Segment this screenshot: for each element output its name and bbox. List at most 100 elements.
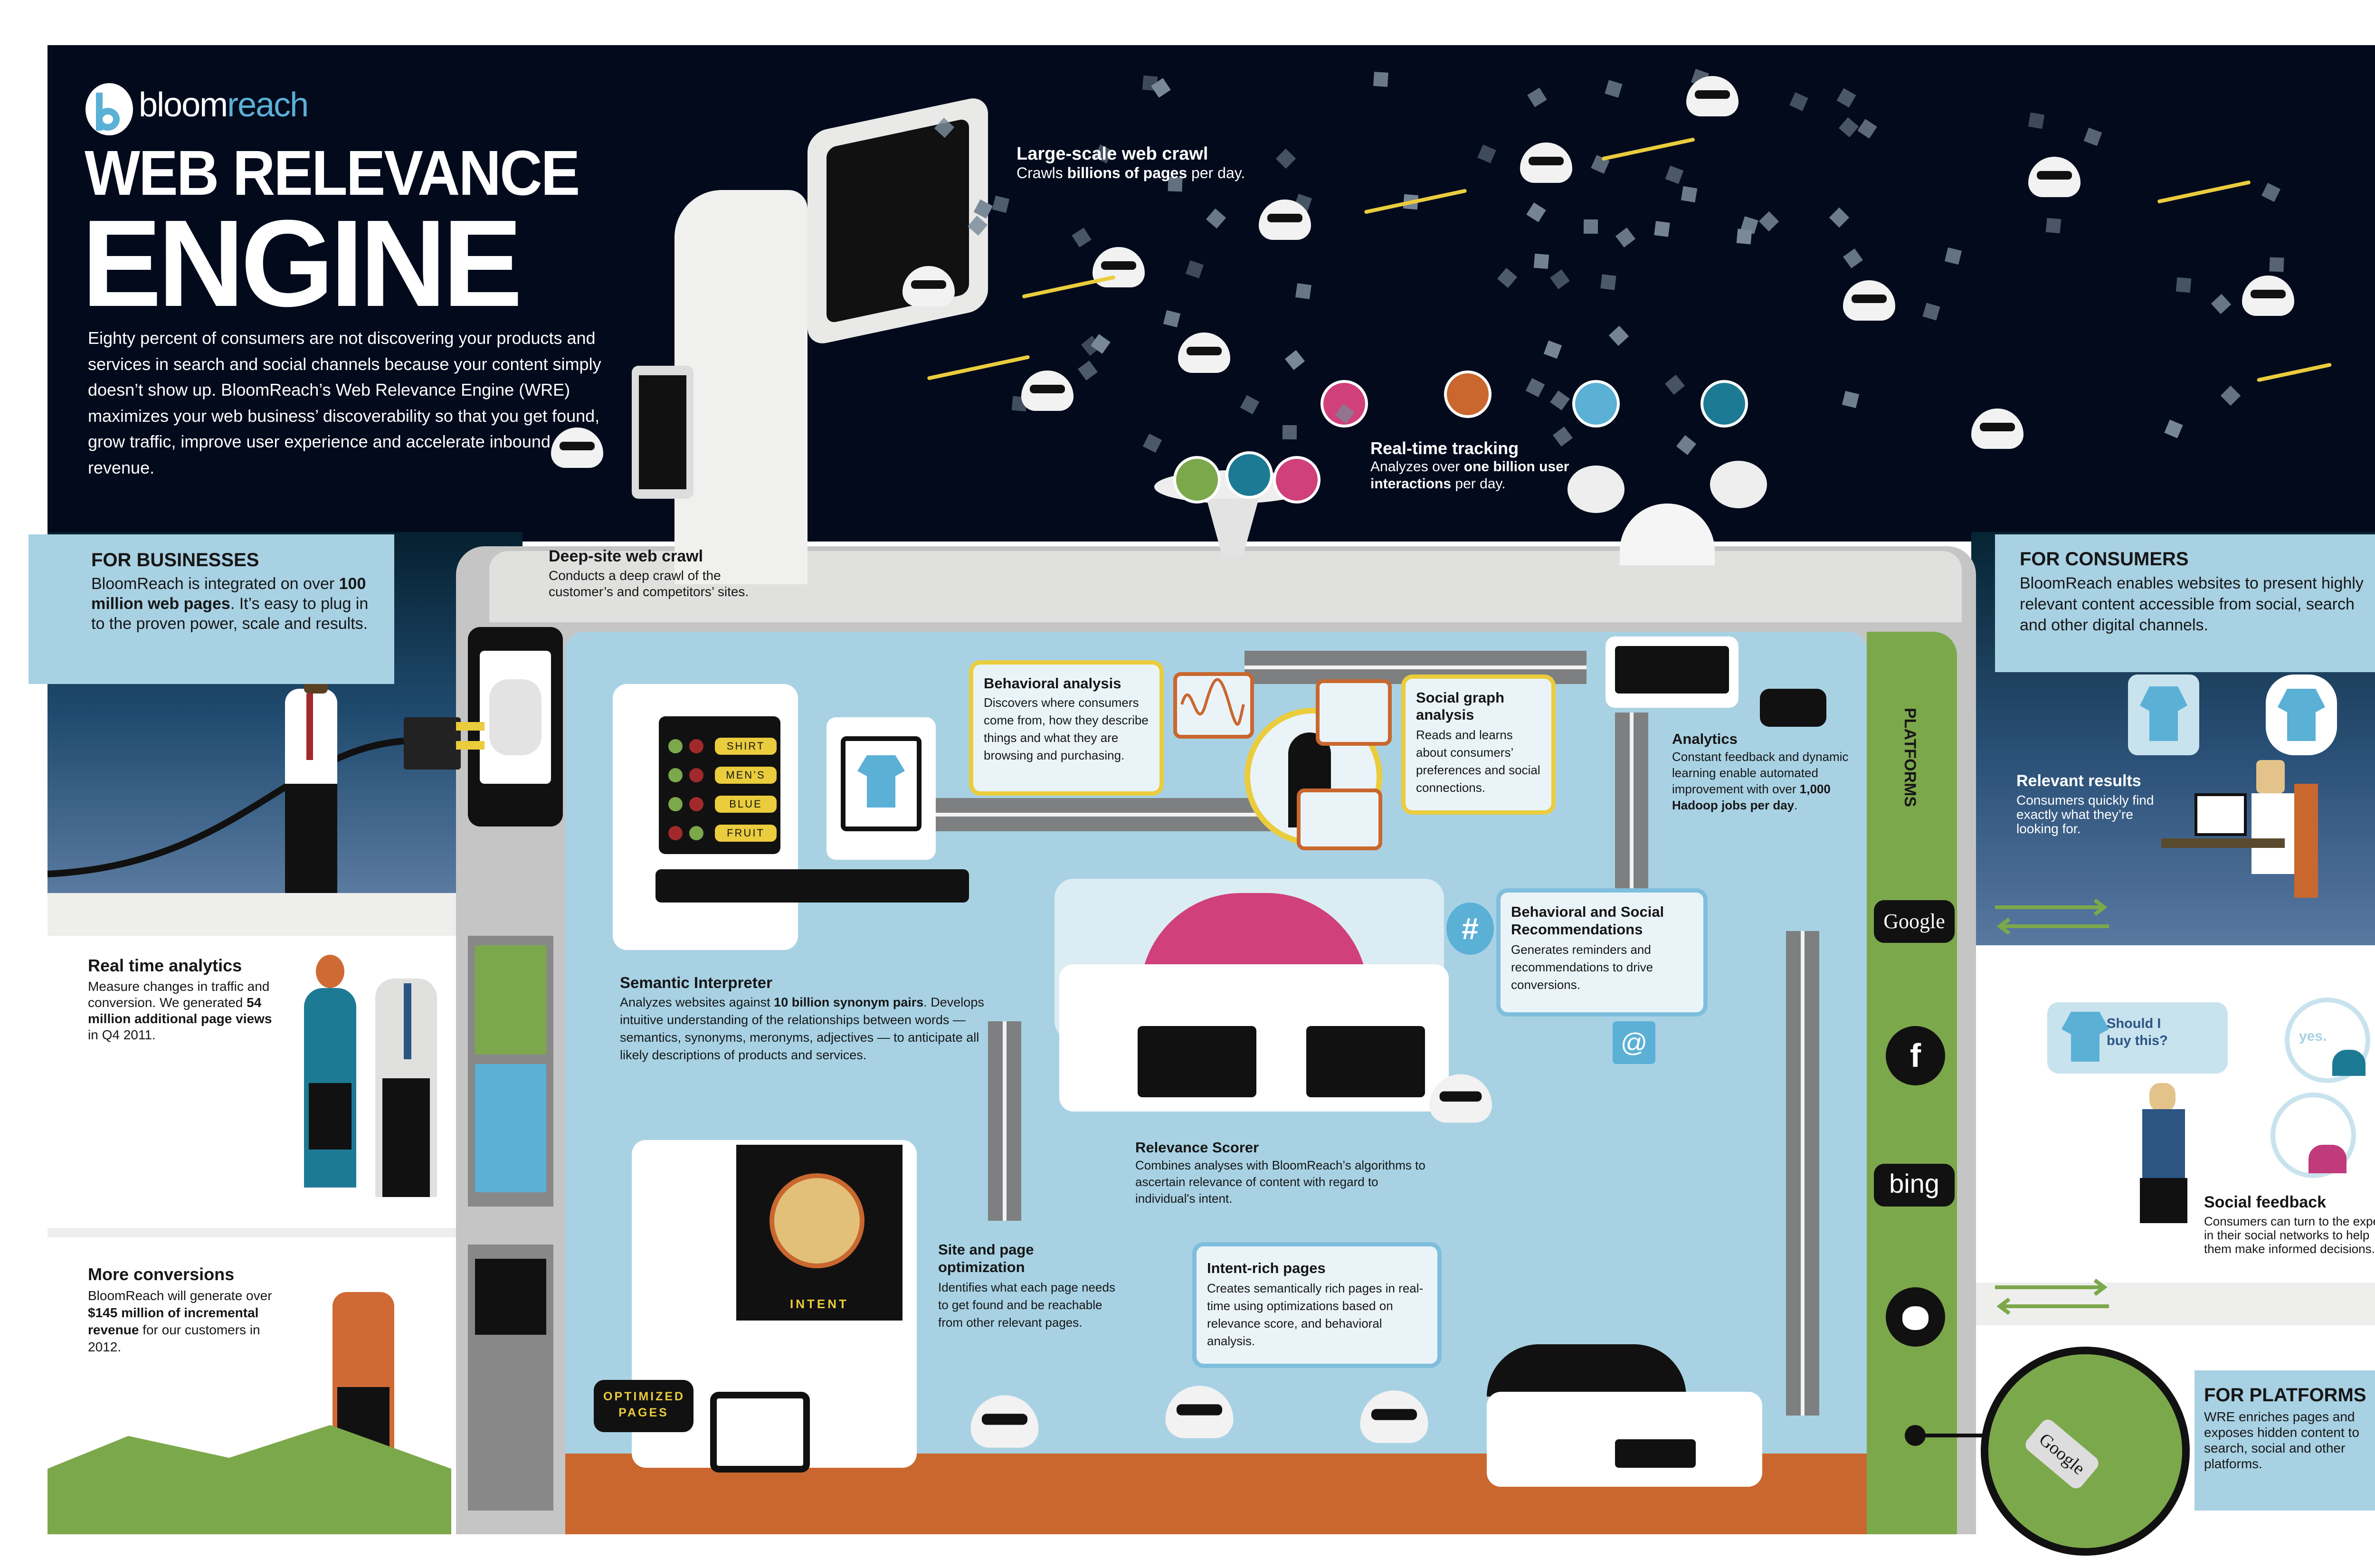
text-segment: one billion user interactions [1370,459,1569,492]
product-screen [826,717,936,860]
for-businesses-panel: FOR BUSINESSES BloomReach is integrated … [28,534,394,684]
intent-rich-pages-box: Intent-rich pages Creates semantically r… [1192,1242,1442,1368]
optimized-page-monitor [710,1392,810,1473]
deep-crawl-screen [632,366,694,499]
web-page-fragment-icon [2269,257,2285,272]
text-segment: Measure changes in traffic and conversio… [88,979,270,1010]
status-light-icon [668,826,683,840]
email-at-icon: @ [1613,1021,1655,1064]
recommendations-body: Generates reminders and recommendations … [1511,942,1653,992]
crawler-drone-icon [902,266,955,306]
web-page-fragment-icon [1681,186,1698,203]
logo-text-bloom: bloom [139,86,228,124]
large-crawl-label: Large-scale web crawl Crawls billions of… [1016,144,1302,182]
intro-paragraph: Eighty percent of consumers are not disc… [88,328,601,477]
synonym-tag: MEN’S [715,767,777,784]
hashtag-icon: # [1446,903,1494,955]
behavioral-analysis-box: Behavioral analysis Discovers where cons… [969,660,1164,796]
businessman-illustration [285,660,337,893]
night-sky-background [48,45,2375,542]
woman-illustration [304,955,356,1188]
crawler-screen [808,95,988,347]
plug-prong [456,722,484,731]
site-optimization-title: Site and page optimization [938,1241,1034,1275]
shirt-icon [2278,689,2325,741]
green-arrows-icon [1995,898,2109,935]
optimized-pages-label: OPTIMIZED PAGES [594,1380,694,1432]
apple-logo[interactable] [1886,1287,1945,1347]
for-businesses-title: FOR BUSINESSES [91,550,259,570]
text-segment: 10 billion synonym pairs [774,995,924,1009]
site-optimization-body: Identifies what each page needs to get f… [938,1280,1115,1330]
socket-icon [489,679,542,755]
web-page-fragment-icon [1373,72,1388,87]
behavioral-analysis-body: Discovers where consumers come from, how… [984,695,1149,762]
synonym-tag-row: MEN’S [668,767,780,784]
bloomreach-logo: bloomreach [139,86,309,124]
line-chart-screen [475,945,546,1055]
user-avatar-icon [1572,380,1620,428]
shirt-icon [2140,686,2187,741]
pie-chart-screen [475,1064,546,1192]
for-platforms-panel: FOR PLATFORMS WRE enriches pages and exp… [2194,1370,2375,1511]
satellite-dish-icon [1568,466,1624,513]
web-page-fragment-icon [1654,221,1671,237]
intent-label: INTENT [790,1297,849,1311]
text-segment: . It’s easy to plug in to the proven pow… [91,595,369,633]
status-light-icon [689,826,703,840]
data-pipe [1786,931,1819,1416]
for-consumers-title: FOR CONSUMERS [2020,549,2189,570]
realtime-tracking-title: Real-time tracking [1370,438,1519,458]
text-segment: . [1794,798,1798,812]
status-light-icon [668,768,683,782]
yes-reply-text: yes. [2299,1028,2327,1044]
text-segment: 1,000 Hadoop jobs per day [1672,782,1831,812]
bloomreach-logo-icon [86,83,133,135]
consumer-at-laptop-illustration [2161,760,2361,941]
realtime-tracking-body: Analyzes over one billion user interacti… [1370,458,1589,493]
crawler-arm [674,190,808,584]
more-conversions-body: BloomReach will generate over $145 milli… [88,1287,278,1356]
more-conversions-text: More conversions BloomReach will generat… [88,1264,278,1356]
logo-text-reach: reach [227,86,309,124]
title-line1: WEB RELEVANCE [85,138,580,209]
web-page-fragment-icon [1142,75,1158,91]
intent-rich-pages-title: Intent-rich pages [1207,1260,1326,1276]
site-optimization-text: Site and page optimization Identifies wh… [938,1241,1128,1331]
text-segment: in Q4 2011. [88,1027,156,1042]
waveform-icon [1173,672,1254,739]
synonym-tag-row: SHIRT [668,738,780,755]
social-graph-box: Social graph analysis Reads and learns a… [1401,675,1556,815]
text-segment: per day. [1451,476,1506,492]
connector-line [1919,1434,1986,1437]
status-light-icon [689,797,703,811]
analytics-panel [48,943,522,1228]
web-page-fragment-icon [1583,219,1598,234]
deep-crawl-title: Deep-site web crawl [549,547,703,565]
output-machine [1487,1392,1762,1487]
web-page-fragment-icon [1295,283,1311,300]
analytics-monitor [1606,637,1738,708]
facebook-logo[interactable]: f [1886,1026,1945,1085]
more-conversions-title: More conversions [88,1264,235,1284]
robot-icon [970,1395,1039,1448]
google-logo[interactable]: Google [1874,900,1955,943]
power-cord [48,738,404,877]
large-crawl-body: Crawls billions of pages per day. [1016,164,1302,182]
text-segment: Crawls [1016,164,1067,181]
text-segment: $145 million of incremental revenue [88,1305,259,1337]
behavioral-analysis-title: Behavioral analysis [984,675,1121,692]
title-line2: ENGINE [82,195,522,333]
crawler-drone-icon [1178,333,1230,373]
web-page-fragment-icon [2176,277,2192,293]
social-graph-body: Reads and learns about consumers’ prefer… [1416,728,1540,795]
analytics-title: Analytics [1672,731,1738,747]
recommendations-title: Behavioral and Social Recommendations [1511,903,1664,938]
text-segment: BloomReach is integrated on over [91,575,339,593]
bing-logo[interactable]: bing [1874,1164,1955,1207]
relevant-results-title: Relevant results [2016,772,2141,790]
relevance-scorer-machine [1059,964,1449,1112]
realtime-analytics-title: Real time analytics [88,956,242,975]
semantic-interpreter-title: Semantic Interpreter [620,974,772,991]
cash-machine [468,1245,553,1511]
